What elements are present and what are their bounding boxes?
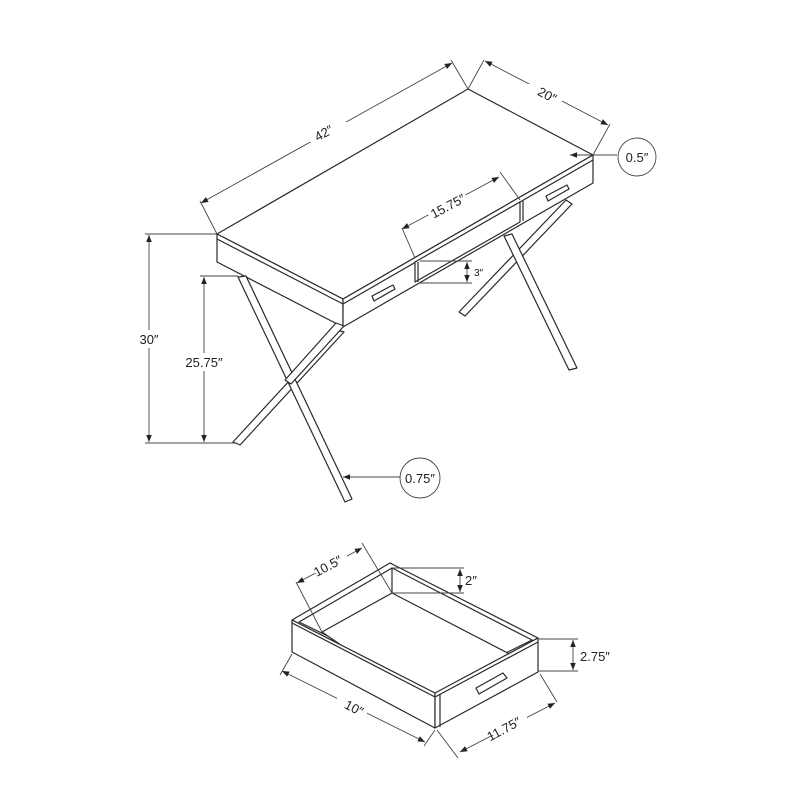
dim-apron-label: 3″ xyxy=(474,268,484,279)
dim-top-thickness-label: 0.5″ xyxy=(626,150,649,165)
drawer-handle xyxy=(475,672,508,695)
dim-total-height-label: 30″ xyxy=(139,332,158,347)
dim-drawer-inner-height-label: 2″ xyxy=(465,573,477,588)
desk-leg-right-front xyxy=(503,233,578,371)
dim-clearance-label: 25.75″ xyxy=(185,355,223,370)
drawer-drawing xyxy=(291,562,539,729)
desk-leg-left-rear xyxy=(232,329,345,446)
desk-leg-left-cross xyxy=(284,322,345,385)
desk-drawing xyxy=(216,88,594,503)
desk-leg-left-front xyxy=(237,275,353,503)
drawer-dimensions: 10.5″ 2″ 2.75″ 10″ 11.75″ xyxy=(279,542,610,759)
dim-drawer-front-height-label: 2.75″ xyxy=(580,649,610,664)
drawer-handle-right xyxy=(545,184,570,202)
dim-leg-thickness-label: 0.75″ xyxy=(405,471,435,486)
drawer-handle-left xyxy=(371,284,396,302)
